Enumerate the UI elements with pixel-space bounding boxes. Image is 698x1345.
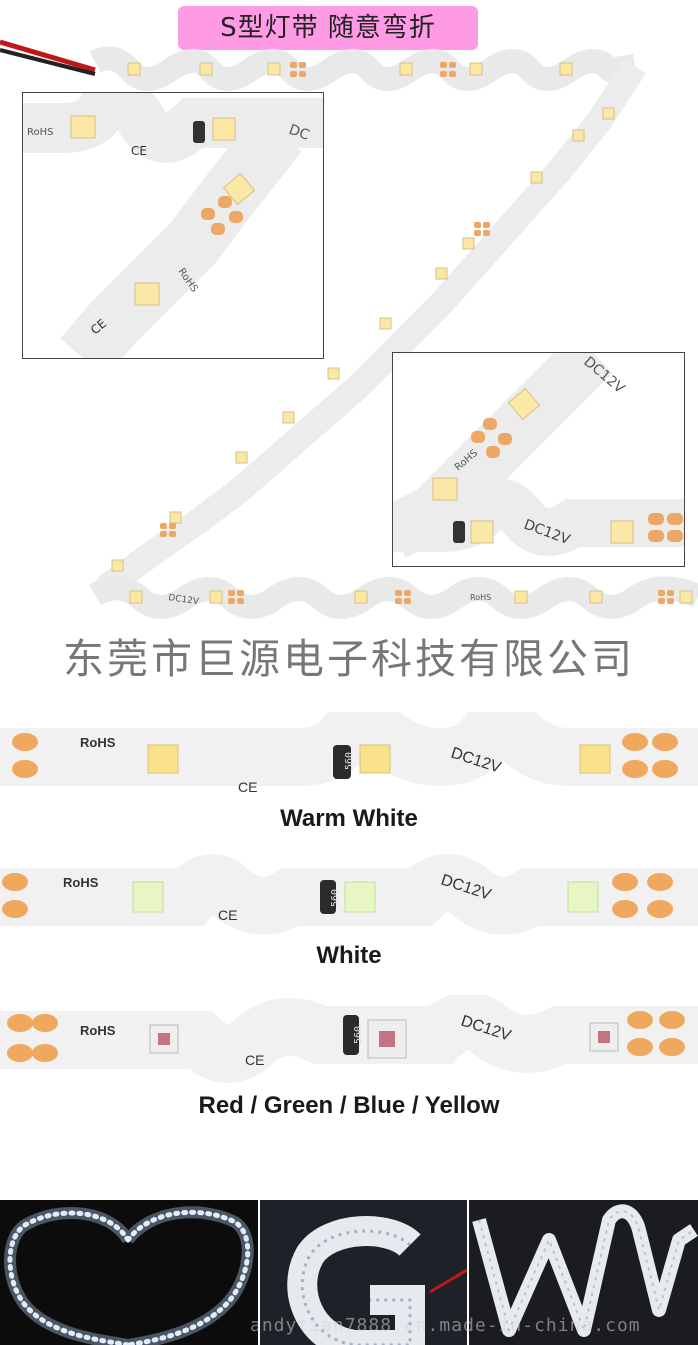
led-white-3	[567, 881, 599, 913]
strip-white: 560 RoHS CE DC12V	[0, 854, 698, 935]
led-warm-3	[579, 744, 611, 774]
strip3-rohs: RoHS	[80, 1023, 116, 1038]
zoom-inset-left-drawing: RoHS DC CE CE RoHS	[23, 93, 323, 358]
zoom-inset-left: RoHS DC CE CE RoHS	[22, 92, 324, 359]
label-white: White	[316, 942, 382, 969]
led-white-2	[344, 881, 376, 913]
zoom-inset-right-drawing: DC12V RoHS DC12V	[393, 353, 684, 559]
hero-rohs-label: RoHS	[470, 593, 491, 602]
led-rgby-1	[158, 1033, 170, 1045]
strip-warm-white: 560 RoHS CE DC12V	[0, 712, 698, 795]
strip1-rohs: RoHS	[80, 735, 116, 750]
hero-strip-illustration: DC12V RoHS	[0, 39, 698, 619]
zoom-inset-right: DC12V RoHS DC12V	[392, 352, 685, 567]
company-name: 东莞市巨源电子科技有限公司	[63, 635, 635, 683]
led-white-1	[132, 881, 164, 913]
page-title: S型灯带 随意弯折	[178, 6, 478, 50]
led-rgby-2	[379, 1031, 395, 1047]
hero-dc12v-label: DC12V	[168, 593, 201, 607]
letter-g-icon	[287, 1216, 467, 1345]
led-warm-1	[147, 744, 179, 774]
strip-rgby: 560 RoHS CE DC12V	[0, 995, 698, 1083]
resistor-1: 560	[344, 752, 355, 770]
photo-letter-g	[260, 1200, 467, 1345]
strip1-ce: CE	[238, 779, 257, 795]
inset1-dc: DC	[287, 122, 312, 144]
photo-heart-shape	[0, 1200, 258, 1345]
led-warm-2	[359, 744, 391, 774]
strip2-rohs: RoHS	[63, 875, 99, 890]
inset1-rohs: RoHS	[27, 127, 53, 138]
inset1-ce: CE	[131, 144, 147, 158]
watermark-text: andytian7888.cn.made-in-china.com	[250, 1315, 641, 1336]
resistor-2: 560	[330, 889, 341, 907]
resistor-3: 560	[353, 1026, 364, 1044]
strip2-ce: CE	[218, 907, 237, 923]
photo-divider	[0, 1198, 698, 1200]
led-rgby-3	[598, 1031, 610, 1043]
label-rgby: Red / Green / Blue / Yellow	[198, 1092, 500, 1119]
photo-letter-w	[469, 1200, 698, 1345]
strip3-ce: CE	[245, 1052, 264, 1068]
heart-led-icon	[4, 1206, 254, 1345]
letter-w-icon	[472, 1204, 698, 1337]
label-warm-white: Warm White	[280, 805, 418, 832]
